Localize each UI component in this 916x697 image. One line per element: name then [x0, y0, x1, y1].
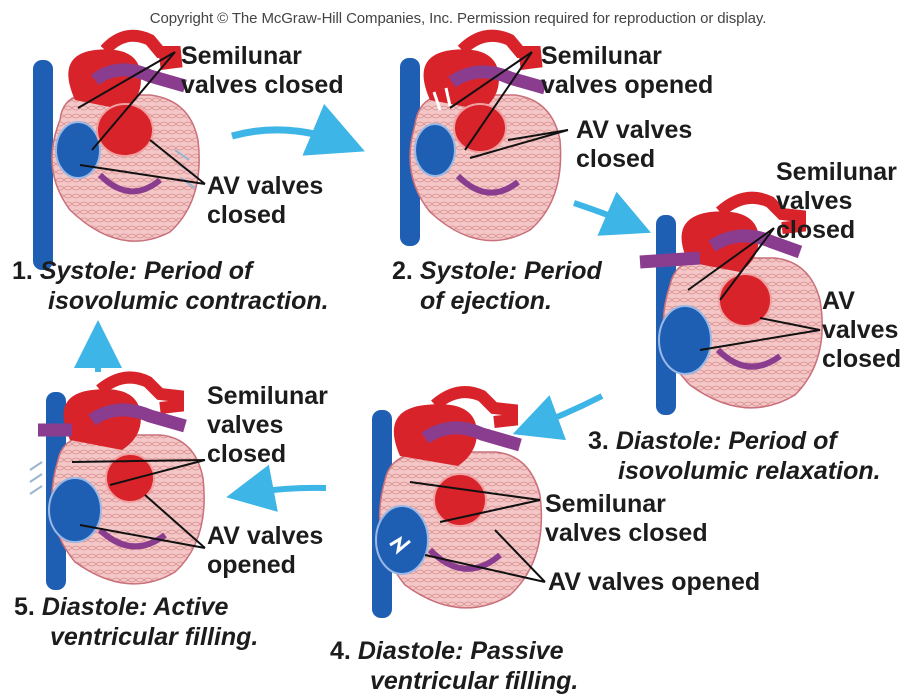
stage-2-label-av: AV valves closed	[576, 116, 692, 174]
stage-4-label-semilunar: Semilunar valves closed	[545, 490, 708, 548]
arrow-1-to-2	[232, 130, 352, 146]
stage-2-label-semilunar: Semilunar valves opened	[541, 42, 713, 100]
stage-5-caption: 5. Diastole: Active ventricular filling.	[14, 592, 258, 652]
arrow-2-to-3	[574, 203, 640, 228]
stage-5-label-semilunar: Semilunar valves closed	[207, 382, 328, 469]
stage-1-label-av: AV valves closed	[207, 172, 323, 230]
stage-3-caption: 3. Diastole: Period of isovolumic relaxa…	[588, 426, 881, 486]
heart-illustration-2	[400, 36, 561, 246]
stage-3-label-av: AV valves closed	[822, 287, 901, 374]
stage-4-caption: 4. Diastole: Passive ventricular filling…	[330, 636, 578, 696]
arrow-3-to-4	[524, 396, 602, 430]
stage-1-label-semilunar: Semilunar valves closed	[181, 42, 344, 100]
stage-2-caption: 2. Systole: Period of ejection.	[392, 256, 602, 316]
stage-5-label-av: AV valves opened	[207, 522, 323, 580]
stage-3-label-semilunar: Semilunar valves closed	[776, 158, 897, 245]
stage-1-caption: 1. Systole: Period of isovolumic contrac…	[12, 256, 329, 316]
stage-4-label-av: AV valves opened	[548, 568, 760, 597]
heart-illustration-1	[33, 36, 199, 270]
arrow-4-to-5	[238, 488, 326, 495]
